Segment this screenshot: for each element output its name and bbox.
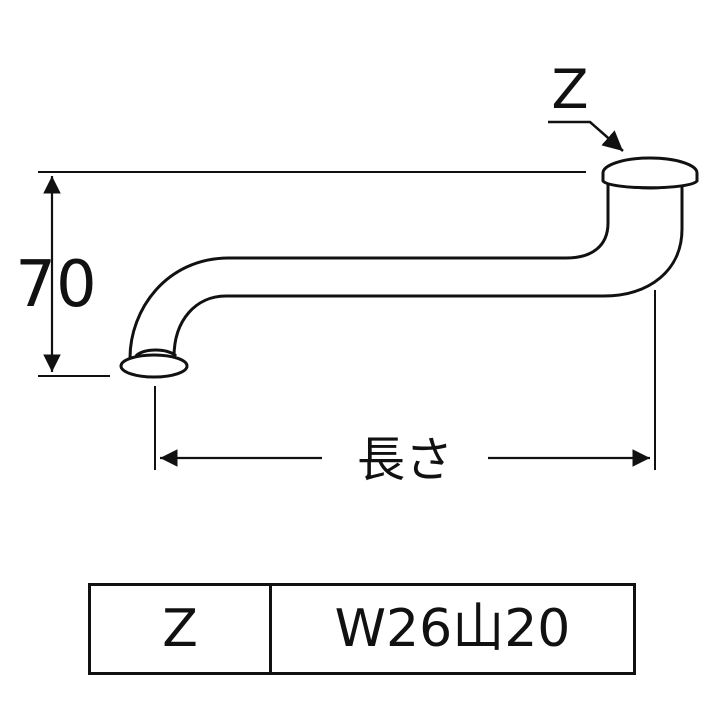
part-label-z: Z — [552, 58, 589, 121]
spout-pipe-drawing — [119, 156, 699, 379]
spout-top-connector-side — [601, 173, 699, 190]
thread-spec-key: Z — [91, 586, 272, 672]
spout-outlet-neck — [134, 348, 178, 358]
spout-outer-outline — [128, 181, 610, 359]
spout-outlet-tip — [119, 353, 189, 379]
height-dimension-value: 70 — [15, 248, 96, 322]
length-dimension-label: 長さ — [357, 432, 453, 488]
thread-spec-value: W26山20 — [334, 599, 571, 659]
spout-inner-outline — [172, 185, 684, 358]
thread-spec-table: Z W26山20 — [88, 583, 636, 675]
part-label-leader-line — [548, 120, 624, 152]
